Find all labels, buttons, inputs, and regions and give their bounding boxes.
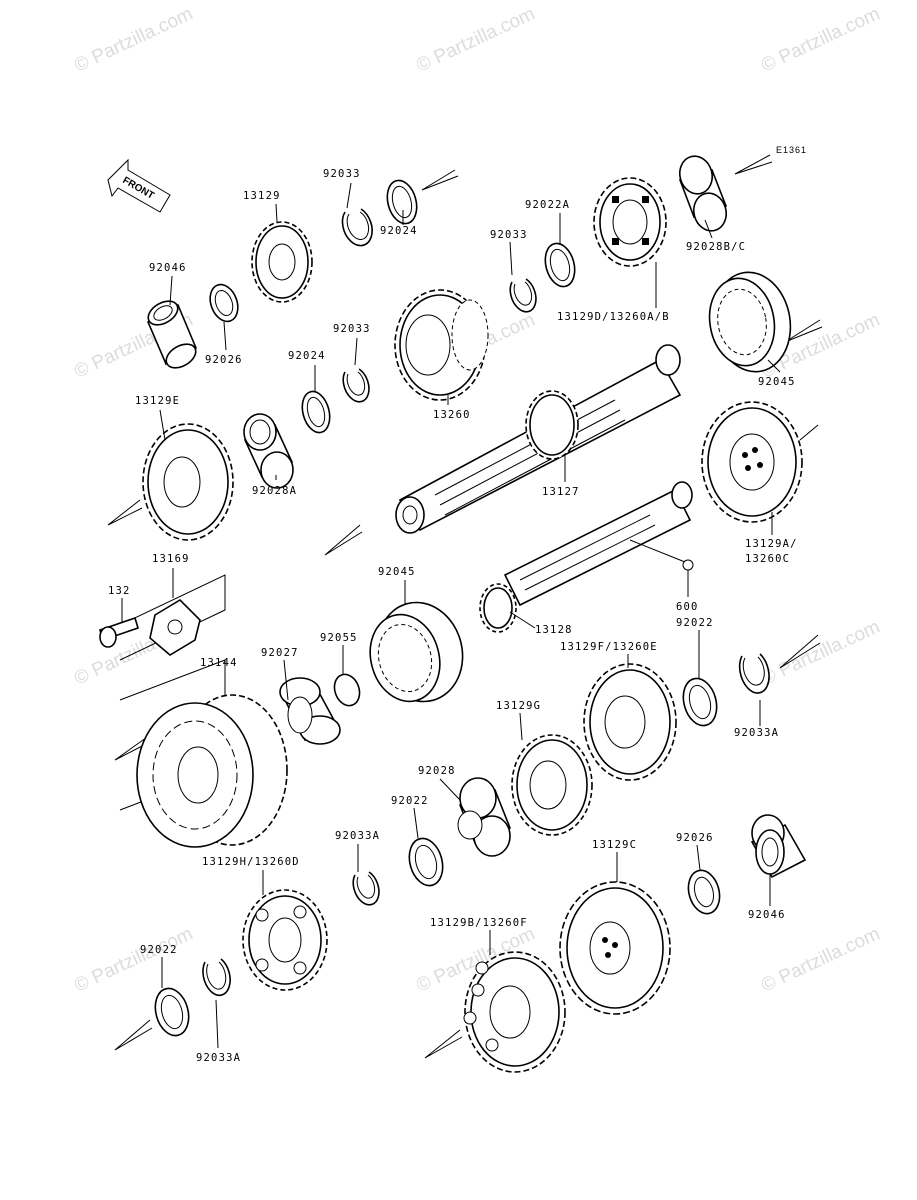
bearing-92045-top [708, 271, 792, 373]
part-label: 13129A/ [745, 538, 798, 550]
part-label: 92028 [418, 765, 456, 777]
washer-92022A [544, 242, 576, 288]
part-label: 13127 [542, 486, 580, 498]
svg-text:© Partzilla.com: © Partzilla.com [71, 3, 196, 76]
part-label: 92026 [205, 354, 243, 366]
gear-13129C [559, 881, 671, 1015]
bush-92028A [243, 413, 294, 489]
circlip-92033A-right [738, 653, 770, 694]
part-label: 92022A [525, 199, 570, 211]
watermark: © Partzilla.com [758, 923, 883, 996]
svg-text:© Partzilla.com: © Partzilla.com [413, 3, 538, 76]
watermark: © Partzilla.com [71, 3, 196, 76]
bracket-box-13169 [119, 574, 226, 661]
svg-text:© Partzilla.com: © Partzilla.com [71, 923, 196, 996]
gear-13129B [463, 951, 566, 1073]
part-label: 92033A [734, 727, 779, 739]
part-label: 92055 [320, 632, 358, 644]
hub-13144 [119, 659, 288, 848]
part-label: 13129E [135, 395, 180, 407]
ball-600 [682, 559, 694, 571]
svg-text:© Partzilla.com: © Partzilla.com [758, 616, 883, 689]
washer-92022-right [682, 677, 718, 727]
front-arrow-icon: FRONT [107, 158, 171, 213]
circlip-92033A-mid [352, 871, 380, 906]
watermark: © Partzilla.com [758, 3, 883, 76]
part-label: 13129D/13260A/B [557, 311, 670, 323]
watermark: © Partzilla.com [71, 923, 196, 996]
leader-lines [121, 182, 781, 1049]
washer-92026-top [209, 283, 239, 323]
washer-92024-top [386, 179, 418, 225]
part-label: 92022 [676, 617, 714, 629]
washer-92024-mid [301, 390, 331, 434]
bearing-92045-mid [369, 601, 464, 703]
washer-92022-mid [408, 837, 444, 887]
part-label: 92022 [140, 944, 178, 956]
part-label: 13129C [592, 839, 637, 851]
circlip-92033-mid [509, 278, 537, 313]
circlip-92033A-bot [202, 958, 231, 997]
washer-92022-bot [154, 987, 190, 1037]
part-label: 13260 [433, 409, 471, 421]
axis-indicators [107, 154, 823, 1059]
gear-13129H [242, 889, 328, 991]
part-label: 13129F/13260E [560, 641, 658, 653]
part-label: 92033 [323, 168, 361, 180]
bush-92046-bot [750, 814, 807, 879]
circlip-92033-top [341, 208, 373, 247]
shaft-13127 [395, 344, 682, 534]
part-label: 13129H/13260D [202, 856, 300, 868]
part-labels: 92033 13129 92024 92046 92026 92022A 920… [108, 168, 798, 1064]
part-label: 92024 [380, 225, 418, 237]
gear-13129F [583, 663, 677, 781]
bush-92046-top [146, 300, 198, 369]
svg-text:© Partzilla.com: © Partzilla.com [758, 923, 883, 996]
part-label: 13260C [745, 553, 790, 565]
bush-92028BC [678, 155, 728, 232]
part-label: 92028A [252, 485, 297, 497]
bush-92028 [457, 777, 512, 857]
gear-13129D [593, 177, 667, 267]
part-label: 92026 [676, 832, 714, 844]
part-label: 13129B/13260F [430, 917, 528, 929]
part-label: 132 [108, 585, 131, 597]
part-label: 92033 [490, 229, 528, 241]
part-label: 92046 [748, 909, 786, 921]
part-label: 92033A [335, 830, 380, 842]
part-label: 600 [676, 601, 699, 613]
part-label: 13128 [535, 624, 573, 636]
svg-text:© Partzilla.com: © Partzilla.com [758, 3, 883, 76]
part-label: 92033A [196, 1052, 241, 1064]
gear-13129E [142, 423, 234, 541]
part-label: 13129G [496, 700, 541, 712]
part-label: 92022 [391, 795, 429, 807]
gear-13129G [511, 734, 593, 836]
watermark: © Partzilla.com [413, 3, 538, 76]
reference-code: E1361 [776, 145, 807, 155]
shaft-13128 [479, 481, 693, 633]
part-label: 92046 [149, 262, 187, 274]
part-label: 13169 [152, 553, 190, 565]
part-label: 92024 [288, 350, 326, 362]
part-label: 13129 [243, 190, 281, 202]
gear-13260 [394, 289, 489, 401]
circlip-92033-left [342, 368, 370, 403]
oring-92055 [333, 673, 361, 707]
watermark: © Partzilla.com [758, 616, 883, 689]
collar-92027 [279, 677, 341, 745]
part-label: 92027 [261, 647, 299, 659]
part-label: 92028B/C [686, 241, 746, 253]
gear-13129 [251, 221, 313, 303]
part-label: 92033 [333, 323, 371, 335]
part-label: 92045 [758, 376, 796, 388]
part-label: 92045 [378, 566, 416, 578]
part-label: 13144 [200, 657, 238, 669]
washer-92026-bot [687, 869, 721, 915]
gear-13129A [701, 401, 803, 523]
bolt-132 [99, 616, 139, 648]
